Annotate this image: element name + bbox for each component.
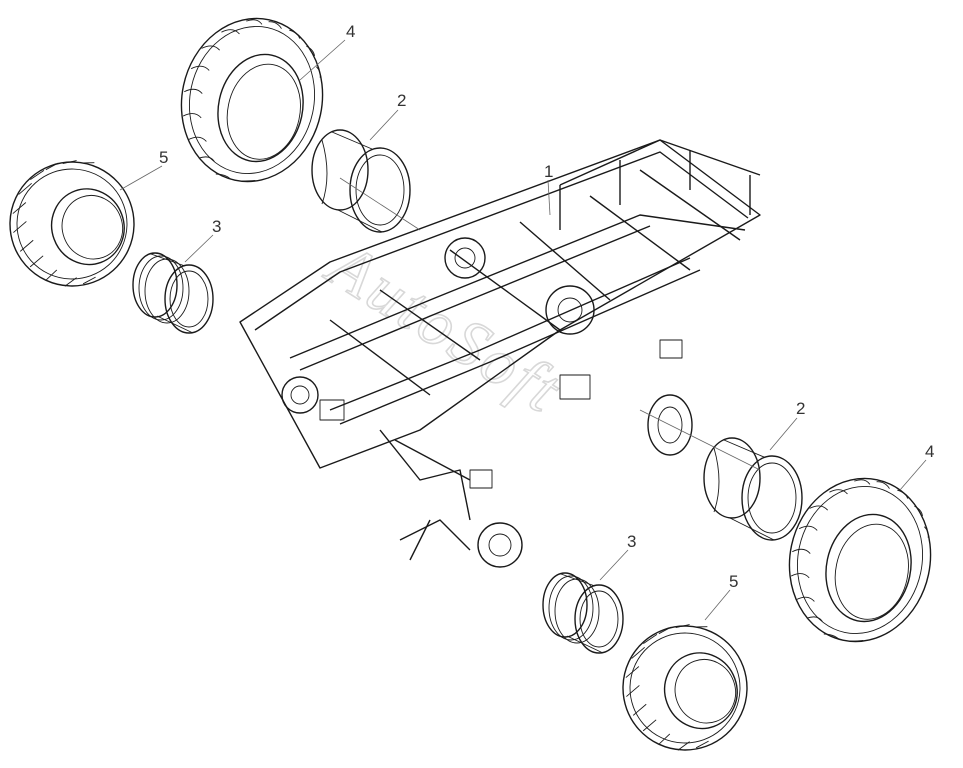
callout-tire-large-bottom: 4 — [925, 442, 934, 461]
leader-lines — [119, 39, 927, 621]
chassis-frame — [239, 139, 761, 568]
rim-small-top — [132, 252, 214, 334]
callout-rim-large-bottom: 2 — [796, 399, 805, 418]
rim-large-bottom — [703, 437, 803, 541]
callout-tire-large-top: 4 — [346, 22, 355, 41]
callout-rim-small-top: 3 — [212, 217, 221, 236]
tire-small-top — [0, 143, 153, 305]
callout-rim-large-top: 2 — [397, 91, 406, 110]
tire-small-bottom — [604, 607, 766, 768]
callout-rim-small-bottom: 3 — [627, 532, 636, 551]
rim-large-top — [311, 129, 411, 233]
callout-frame: 1 — [544, 162, 553, 181]
tire-large-bottom — [773, 464, 947, 656]
callout-tire-small-top: 5 — [159, 148, 168, 167]
rim-small-bottom — [542, 572, 624, 654]
callout-tire-small-bottom: 5 — [729, 572, 738, 591]
